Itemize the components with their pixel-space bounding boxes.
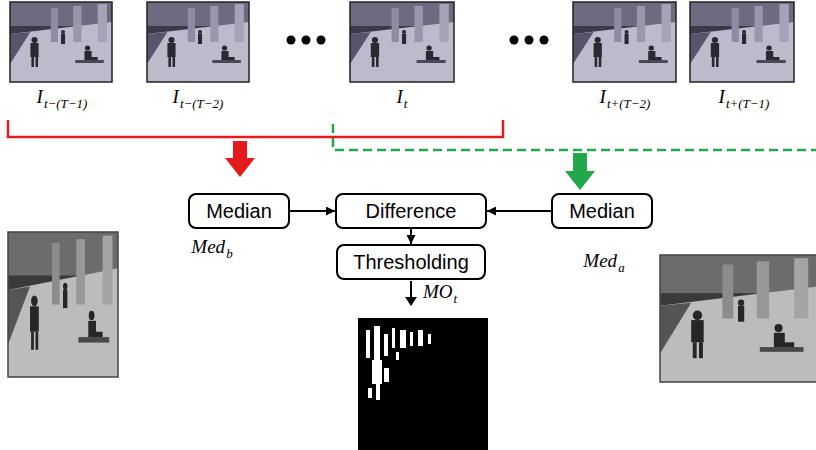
math-label: MOt xyxy=(423,281,457,304)
math-label: It xyxy=(397,86,408,109)
process-box: Thresholding xyxy=(336,244,486,280)
symbol-base: Med xyxy=(583,250,617,271)
flow-arrow xyxy=(290,210,335,212)
symbol-base: I xyxy=(173,86,179,107)
math-label: Meda xyxy=(583,250,624,273)
math-label: It−(T−2) xyxy=(173,86,224,109)
symbol-base: I xyxy=(37,86,43,107)
math-label: It+(T−1) xyxy=(719,86,770,109)
process-box: Median xyxy=(551,193,653,229)
process-box: Difference xyxy=(335,193,487,229)
symbol-subscript: t xyxy=(404,96,408,111)
symbol-subscript: a xyxy=(618,260,625,275)
symbol-base: I xyxy=(397,86,403,107)
symbol-base: Med xyxy=(191,236,225,257)
symbol-subscript: t−(T−1) xyxy=(44,96,88,111)
symbol-subscript: b xyxy=(226,246,233,261)
symbol-base: MO xyxy=(423,281,453,302)
math-label: It+(T−2) xyxy=(600,86,651,109)
flow-arrow xyxy=(410,229,412,244)
box-text: Median xyxy=(569,200,635,222)
symbol-subscript: t xyxy=(453,291,457,306)
box-text: Median xyxy=(206,200,272,222)
symbol-subscript: t+(T−1) xyxy=(726,96,770,111)
symbol-base: I xyxy=(600,86,606,107)
symbol-base: I xyxy=(719,86,725,107)
box-text: Difference xyxy=(366,200,457,222)
flow-arrow xyxy=(487,210,551,212)
symbol-subscript: t−(T−2) xyxy=(180,96,224,111)
math-label: Medb xyxy=(191,236,232,259)
symbol-subscript: t+(T−2) xyxy=(607,96,651,111)
math-label: It−(T−1) xyxy=(37,86,88,109)
box-text: Thresholding xyxy=(353,251,469,273)
process-box: Median xyxy=(188,193,290,229)
